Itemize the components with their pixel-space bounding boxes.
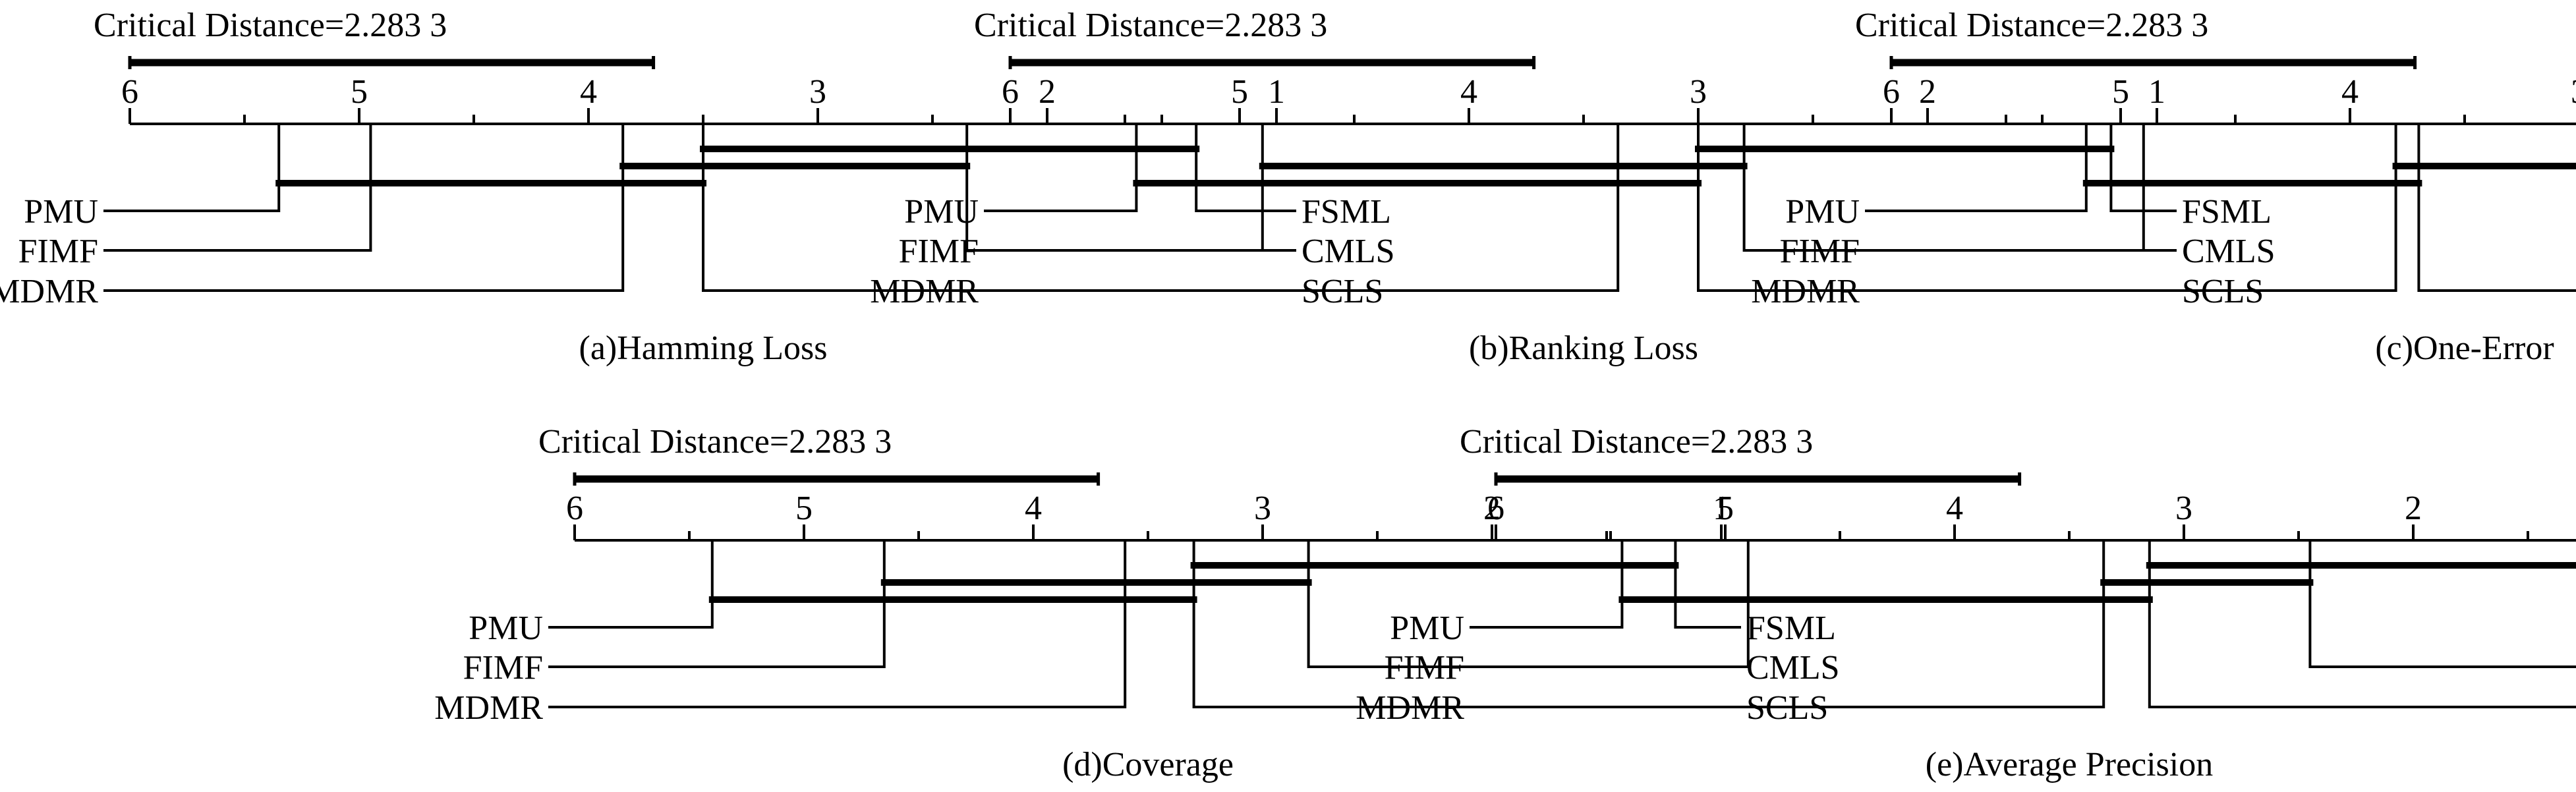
method-lead-mdmr	[103, 124, 625, 292]
tick-label: 5	[2112, 73, 2129, 111]
tick-label: 4	[1025, 490, 1042, 527]
method-label-cmls: CMLS	[1746, 649, 1840, 687]
method-label-pmu: PMU	[469, 609, 543, 647]
tick-label: 6	[1487, 490, 1504, 527]
tick-label: 4	[1460, 73, 1477, 111]
tick-label: 5	[351, 73, 368, 111]
tick-label: 6	[121, 73, 138, 111]
tick-label: 4	[580, 73, 597, 111]
panel-caption: (b)Ranking Loss	[1469, 329, 1698, 367]
method-label-mdmr: MDMR	[0, 273, 98, 310]
method-label-pmu: PMU	[904, 193, 979, 231]
method-label-mdmr: MDMR	[1356, 689, 1464, 727]
tick-label: 2	[1039, 73, 1056, 111]
tick-label: 3	[2571, 73, 2576, 111]
method-lead-pmu	[1470, 540, 1624, 629]
tick-label: 1	[1268, 73, 1285, 111]
tick-label: 1	[1713, 490, 1730, 527]
method-lead-mdmr	[1470, 540, 2105, 708]
tick-label: 2	[1919, 73, 1936, 111]
method-label-cmls: CMLS	[1302, 233, 1395, 270]
tick-label: 1	[2148, 73, 2165, 111]
method-lead-scls	[2148, 540, 2576, 708]
cd-label: Critical Distance=2.283 3	[1460, 423, 1813, 461]
method-label-fimf: FIMF	[1385, 649, 1464, 687]
tick-label: 4	[1946, 490, 1963, 527]
method-lead-mdmr	[548, 540, 1127, 708]
tick-label: 5	[1717, 490, 1734, 527]
method-lead-fimf	[548, 540, 886, 668]
method-label-fimf: FIMF	[18, 233, 98, 270]
method-lead-fimf	[984, 124, 1264, 252]
method-lead-pmu	[548, 540, 714, 629]
method-label-fsml: FSML	[1302, 193, 1391, 231]
tick-label: 6	[566, 490, 583, 527]
method-lead-pmu	[103, 124, 281, 212]
tick-label: 3	[809, 73, 826, 111]
cd-label: Critical Distance=2.283 3	[974, 7, 1327, 44]
method-label-fimf: FIMF	[1780, 233, 1860, 270]
method-lead-mdmr	[984, 124, 1620, 292]
tick-label: 5	[1231, 73, 1248, 111]
panel-caption: (c)One-Error	[2375, 329, 2554, 367]
cd-panel-3: Critical Distance=2.283 3 6 5 4 3 2 1PMUFIMFMD…	[1751, 7, 2576, 367]
method-lead-mdmr	[1865, 124, 2397, 292]
method-label-fimf: FIMF	[463, 649, 543, 687]
method-lead-pmu	[984, 124, 1138, 212]
method-lead-scls	[2417, 124, 2576, 292]
tick-label: 3	[2175, 490, 2192, 527]
cd-panel-5: Critical Distance=2.283 3 6 5 4 3 2 1PMUFIMFMD…	[1356, 423, 2576, 783]
tick-label: 6	[1883, 73, 1900, 111]
panel-caption: (e)Average Precision	[1926, 746, 2214, 783]
panel-caption: (a)Hamming Loss	[579, 329, 828, 367]
method-label-fsml: FSML	[2182, 193, 2272, 231]
method-label-fsml: FSML	[1746, 609, 1836, 647]
method-lead-cmls	[965, 124, 1296, 252]
tick-label: 3	[1690, 73, 1707, 111]
method-lead-fsml	[1674, 540, 1741, 629]
tick-label: 3	[1254, 490, 1271, 527]
method-lead-pmu	[1865, 124, 2088, 212]
method-lead-fimf	[103, 124, 372, 252]
panel-caption: (d)Coverage	[1062, 746, 1234, 783]
method-label-cmls: CMLS	[2182, 233, 2275, 270]
tick-label: 5	[795, 490, 813, 527]
method-lead-fsml	[2109, 124, 2177, 212]
tick-label: 6	[1002, 73, 1019, 111]
method-label-pmu: PMU	[24, 193, 98, 231]
method-lead-fimf	[1865, 124, 2145, 252]
tick-label: 4	[2341, 73, 2359, 111]
cd-label: Critical Distance=2.283 3	[94, 7, 447, 44]
tick-label: 2	[2405, 490, 2422, 527]
method-label-fimf: FIMF	[899, 233, 979, 270]
method-label-mdmr: MDMR	[434, 689, 543, 727]
method-lead-fimf	[1470, 540, 1750, 668]
cd-label: Critical Distance=2.283 3	[1855, 7, 2208, 44]
method-label-pmu: PMU	[1785, 193, 1860, 231]
cd-label: Critical Distance=2.283 3	[538, 423, 892, 461]
method-label-mdmr: MDMR	[870, 273, 979, 310]
tick-label: 2	[1483, 490, 1501, 527]
method-label-mdmr: MDMR	[1751, 273, 1860, 310]
method-lead-cmls	[2308, 540, 2576, 668]
method-label-pmu: PMU	[1390, 609, 1464, 647]
